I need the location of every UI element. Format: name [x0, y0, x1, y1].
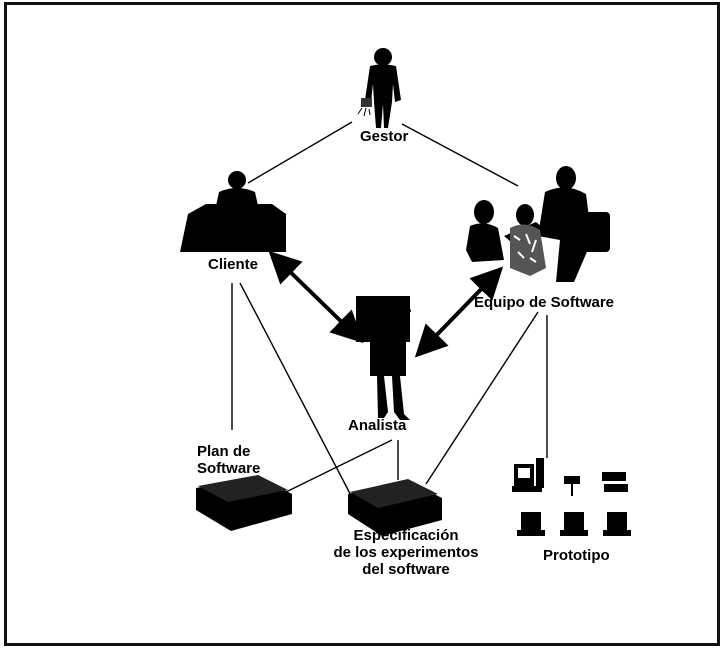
label-prototipo: Prototipo [543, 547, 610, 564]
label-analista: Analista [348, 417, 407, 434]
line-analista-plan [285, 439, 393, 493]
team-people-icon [466, 166, 610, 282]
line-gestor-equipo [401, 123, 519, 187]
document-stack-icon [196, 475, 292, 531]
double-arrows [268, 250, 504, 358]
label-plan-line-1: Plan de [197, 443, 251, 460]
label-especificacion: Especificación de los experimentos del s… [326, 527, 486, 578]
label-gestor: Gestor [360, 128, 409, 145]
label-especificacion-line-1: Especificación [353, 527, 459, 544]
label-especificacion-line-2: de los experimentos [333, 544, 479, 561]
label-equipo-de-software: Equipo de Software [474, 294, 615, 311]
analyst-with-board-icon [356, 296, 412, 420]
line-gestor-cliente [247, 121, 353, 184]
line-cliente-especificacion [239, 282, 357, 506]
computers-icon [512, 458, 631, 536]
document-stack-icon [348, 479, 442, 536]
person-at-desk-icon [180, 171, 286, 252]
line-equipo-especificacion [425, 311, 539, 485]
label-cliente: Cliente [208, 256, 259, 273]
connector-lines [231, 121, 548, 506]
arrow-cliente-analista [268, 250, 364, 344]
label-plan-de-software: Plan de Software [197, 443, 260, 477]
standing-man-with-briefcase-icon [357, 48, 401, 128]
label-especificacion-line-3: del software [362, 561, 450, 578]
arrow-equipo-analista [414, 266, 504, 358]
label-plan-line-2: Software [197, 460, 261, 477]
